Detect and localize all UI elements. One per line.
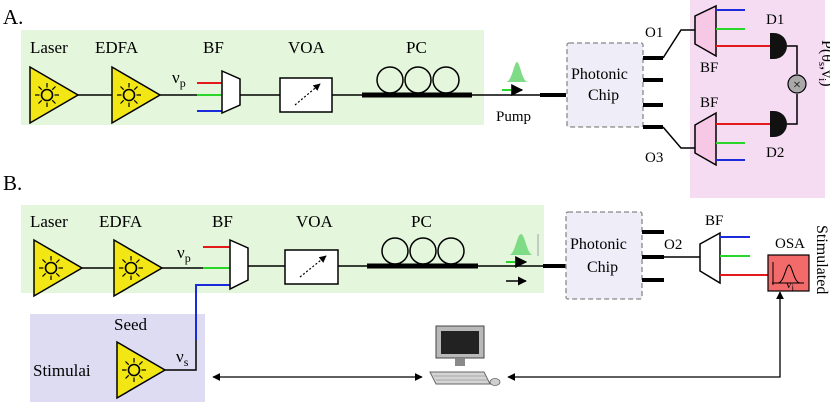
a-coincidence-symbol: × <box>793 78 801 93</box>
a-laser-label: Laser <box>30 38 68 57</box>
b-bf-right-icon <box>699 231 721 285</box>
a-source-panel <box>21 30 484 125</box>
a-pc-icon <box>362 66 472 98</box>
b-pc-label: PC <box>411 212 432 231</box>
b-chip-ports <box>642 230 664 282</box>
b-nu-p: νp <box>177 243 191 265</box>
b-o2-label: O2 <box>664 237 682 253</box>
a-o1-label: O1 <box>645 25 663 41</box>
b-seed-label: Seed <box>114 315 148 334</box>
b-bf-right-label: BF <box>705 213 723 229</box>
b-nu-s: νs <box>176 347 189 369</box>
a-photonic-chip <box>566 42 644 128</box>
b-chip-line1: Photonic <box>570 236 627 253</box>
b-chip-line2: Chip <box>587 259 618 276</box>
a-bf-bottom-icon <box>694 111 717 167</box>
b-bf-label: BF <box>212 212 233 231</box>
a-voa-icon <box>279 77 333 113</box>
b-laser-label: Laser <box>30 212 68 231</box>
a-d1-label: D1 <box>766 12 784 28</box>
a-edfa-label: EDFA <box>95 38 139 57</box>
b-pump-pulse-icon <box>509 234 533 255</box>
b-computer-osa-link <box>507 291 784 381</box>
a-d2-icon <box>770 111 787 137</box>
part-a: A. Laser EDFA BF VOA PC νp <box>3 0 830 198</box>
b-pc-icon <box>367 237 478 269</box>
b-voa-icon <box>284 249 339 285</box>
a-voa-label: VOA <box>288 38 326 57</box>
a-pump-pulse-icon <box>506 62 528 82</box>
a-d1-icon <box>770 33 787 59</box>
a-chip-line2: Chip <box>588 87 619 104</box>
part-b-label: B. <box>3 171 22 195</box>
part-b: B. Laser EDFA BF VOA PC νp <box>3 171 830 402</box>
b-stimulated-label: Stimulated <box>813 225 830 294</box>
a-bf-top-icon <box>694 4 717 58</box>
b-photonic-chip <box>565 211 643 300</box>
a-o3-fiber <box>662 126 695 149</box>
a-bf-top-label: BF <box>700 60 718 76</box>
a-bf-bottom-label: BF <box>700 95 718 111</box>
a-d2-label: D2 <box>766 145 784 161</box>
a-o1-fiber <box>662 29 695 59</box>
computer-icon <box>429 325 501 386</box>
a-pump-label: Pump <box>496 109 531 125</box>
a-chip-line1: Photonic <box>571 66 628 83</box>
a-nu-p: νp <box>172 68 186 90</box>
b-source-panel <box>21 205 544 293</box>
b-bf-icon <box>229 238 249 291</box>
b-stimulai-label: Stimulai <box>33 361 91 380</box>
b-osa-icon <box>767 254 810 292</box>
part-a-label: A. <box>3 5 23 29</box>
a-bf-icon <box>221 69 241 115</box>
a-o3-label: O3 <box>645 150 663 166</box>
b-voa-label: VOA <box>296 212 334 231</box>
b-osa-nu: νi <box>786 277 794 293</box>
a-pc-label: PC <box>406 38 427 57</box>
a-chip-ports <box>643 56 663 129</box>
a-coincidence-icon <box>787 74 807 94</box>
b-edfa-label: EDFA <box>99 212 143 231</box>
b-osa-label: OSA <box>775 236 805 252</box>
a-p-label: P(θs,vi) <box>816 40 830 87</box>
a-bf-label: BF <box>203 38 224 57</box>
